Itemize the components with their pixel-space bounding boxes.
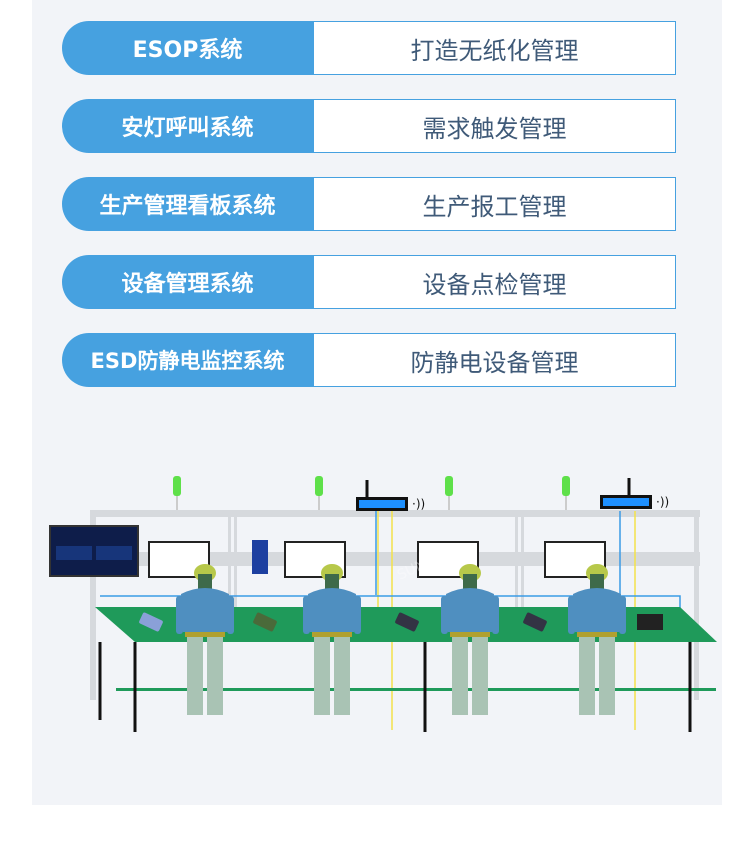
esop-monitor-icon	[148, 541, 606, 578]
system-row-equipment: 设备管理系统 设备点检管理	[62, 255, 676, 309]
kanban-display-icon	[49, 525, 139, 577]
svg-text:·)): ·))	[656, 495, 669, 509]
system-name: ESOP系统	[62, 21, 313, 75]
svg-text:·)): ·))	[412, 497, 425, 511]
system-name: 安灯呼叫系统	[62, 99, 313, 153]
system-desc: 打造无纸化管理	[313, 21, 676, 75]
system-row-esd: ESD防静电监控系统 防静电设备管理	[62, 333, 676, 387]
system-row-esop: ESOP系统 打造无纸化管理	[62, 21, 676, 75]
workshop-illustration: ·)) ·)) SUNPN	[49, 476, 717, 732]
worker-figure	[441, 564, 499, 715]
router-icon: ·))	[600, 478, 669, 509]
worker-figure	[176, 564, 234, 715]
andon-light-icon	[173, 476, 570, 496]
scanner-device-icon	[252, 540, 268, 574]
system-row-andon: 安灯呼叫系统 需求触发管理	[62, 99, 676, 153]
phone-icon	[139, 612, 663, 632]
worker-figure	[303, 564, 361, 715]
system-desc: 防静电设备管理	[313, 333, 676, 387]
system-row-kanban: 生产管理看板系统 生产报工管理	[62, 177, 676, 231]
worker-figure	[568, 564, 626, 715]
system-name: 设备管理系统	[62, 255, 313, 309]
system-desc: 需求触发管理	[313, 99, 676, 153]
system-name: ESD防静电监控系统	[62, 333, 313, 387]
system-name: 生产管理看板系统	[62, 177, 313, 231]
system-desc: 生产报工管理	[313, 177, 676, 231]
router-icon: ·))	[356, 480, 425, 511]
system-desc: 设备点检管理	[313, 255, 676, 309]
worker-figures	[176, 564, 626, 715]
